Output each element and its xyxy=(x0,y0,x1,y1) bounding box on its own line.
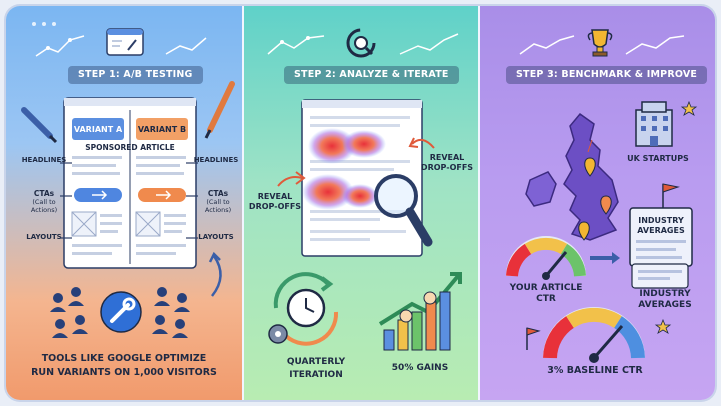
ctas-label-left: CTAs xyxy=(33,189,55,198)
clock-iteration-icon xyxy=(268,272,339,346)
your-article-ctr-1: YOUR ARTICLE xyxy=(509,283,583,293)
ctas-label-right: CTAs xyxy=(207,189,229,198)
label-arrows xyxy=(60,162,222,297)
your-article-ctr-gauge xyxy=(506,236,586,280)
step-1-label: STEP 1: A/B TESTING xyxy=(68,66,203,84)
reveal-dropoffs-left-1: REVEAL xyxy=(257,192,293,201)
layouts-label-left: LAYOUTS xyxy=(26,233,62,241)
industry-averages-card-2: AVERAGES xyxy=(637,226,685,235)
trophy-icon xyxy=(587,29,613,57)
dots-decoration xyxy=(32,22,56,26)
flag-icon-2 xyxy=(526,327,541,350)
ctas-sub2-right: Actions) xyxy=(204,206,232,214)
industry-gauge-icon xyxy=(631,263,689,289)
caption-line-1: TOOLS LIKE GOOGLE OPTIMIZE xyxy=(41,353,207,364)
ctas-sub2-left: Actions) xyxy=(30,206,58,214)
sponsored-article-title: SPONSORED ARTICLE xyxy=(85,143,175,152)
building-icon xyxy=(635,101,673,147)
trend-line-icon-3 xyxy=(267,35,325,55)
uk-map-icon xyxy=(525,112,619,241)
baseline-ctr-label: 3% BASELINE CTR xyxy=(547,365,643,376)
step-2-label: STEP 2: ANALYZE & ITERATE xyxy=(284,66,459,84)
step-3-label: STEP 3: BENCHMARK & IMPROVE xyxy=(506,66,708,84)
browser-window-icon xyxy=(106,28,144,56)
baseline-ctr-gauge xyxy=(543,307,645,363)
quarterly-iteration-1: QUARTERLY xyxy=(286,357,346,367)
pen-icon xyxy=(21,107,58,144)
compare-arrow xyxy=(590,252,620,264)
dropoff-arrows xyxy=(277,137,435,187)
trend-line-icon-4 xyxy=(399,33,459,55)
visitors-group-icon xyxy=(50,287,190,338)
trend-line-icon-5 xyxy=(519,35,575,55)
your-article-ctr-2: CTR xyxy=(536,294,556,304)
pen-icon-2 xyxy=(204,81,235,139)
trend-line-icon-2 xyxy=(165,37,207,55)
flag-icon xyxy=(662,183,680,208)
caption-line-2: RUN VARIANTS ON 1,000 VISITORS xyxy=(31,367,217,378)
magnifier-icon xyxy=(374,174,433,247)
industry-averages-2: AVERAGES xyxy=(638,300,692,310)
reveal-dropoffs-right-2: DROP-OFFS xyxy=(420,163,474,172)
growth-bars-icon xyxy=(378,272,462,351)
uk-startups-label: UK STARTUPS xyxy=(627,154,689,163)
infographic: STEP 1: A/B TESTING xyxy=(6,6,715,400)
trend-line-icon xyxy=(35,35,85,57)
panel-analyze-iterate: STEP 2: ANALYZE & ITERATE xyxy=(244,6,478,400)
variant-a-label: VARIANT A xyxy=(73,125,123,134)
layouts-label-right: LAYOUTS xyxy=(198,233,234,241)
industry-averages-card-1: INDUSTRY xyxy=(638,216,684,225)
quarterly-iteration-2: ITERATION xyxy=(289,370,343,380)
reveal-dropoffs-right-1: REVEAL xyxy=(429,153,465,162)
divider-1 xyxy=(242,6,244,400)
headlines-label-left: HEADLINES xyxy=(21,156,67,164)
variant-b-label: VARIANT B xyxy=(137,125,187,134)
trend-line-icon-6 xyxy=(625,35,685,55)
divider-2 xyxy=(478,6,480,400)
star-icon-2 xyxy=(654,318,672,334)
panel-benchmark-improve: STEP 3: BENCHMARK & IMPROVE UK STARTUPS xyxy=(480,6,715,400)
gains-label: 50% GAINS xyxy=(391,363,449,373)
reveal-dropoffs-left-2: DROP-OFFS xyxy=(248,202,302,211)
ab-test-document xyxy=(63,97,197,269)
refresh-search-icon xyxy=(346,28,376,58)
headlines-label-right: HEADLINES xyxy=(193,156,239,164)
industry-averages-1: INDUSTRY xyxy=(639,289,691,299)
panel-ab-testing: STEP 1: A/B TESTING xyxy=(6,6,242,400)
ctas-sub1-right: (Call to xyxy=(206,198,230,206)
star-icon xyxy=(680,100,698,116)
ctas-sub1-left: (Call to xyxy=(32,198,56,206)
